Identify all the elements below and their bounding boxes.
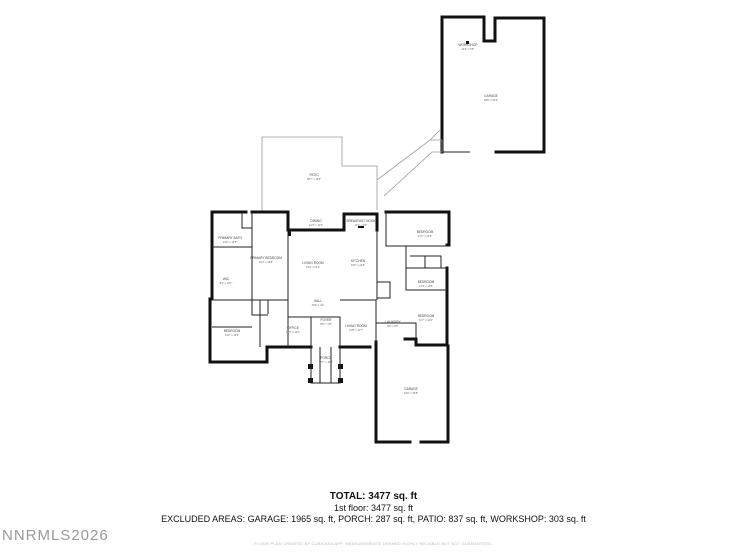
room-dims-bedroom-2: 13'3" x 11'8": [419, 284, 433, 288]
room-name-office: OFFICE: [287, 326, 299, 330]
room-dims-bedroom-3: 11'7" x 12'2": [419, 318, 433, 322]
room-name-breakfast: BREAKFAST NOOK: [347, 219, 377, 223]
room-name-hall: HALL: [314, 299, 322, 303]
room-name-bedroom-3: BEDROOM: [418, 314, 435, 318]
room-name-wic: WIC: [223, 277, 230, 281]
room-labels: PRIMARY BATH 14'6" x 12'8" WIC 8'1" x 10…: [218, 219, 434, 395]
room-dims-office: 13'5" x 11'6": [286, 330, 300, 334]
room-dims-garage-lower: 24'6" x 33'8": [404, 391, 418, 395]
room-name-workshop: WORKSHOP: [459, 43, 478, 47]
room-dims-wic: 8'1" x 10'7": [220, 281, 233, 285]
floorplan-credit: FLOOR PLAN CREATED BY CUBICASA APP. MEAS…: [254, 541, 493, 546]
room-dims-bedroom-1: 13'1" x 13'9": [418, 234, 432, 238]
room-dims-garage-upper: 38'5" x 40'3": [484, 98, 498, 102]
room-name-laundry: LAUNDRY: [385, 320, 401, 324]
room-name-garage-lower: GARAGE: [404, 387, 418, 391]
room-name-patio: PATIO: [309, 173, 319, 177]
main-house: [208, 210, 451, 444]
room-dims-breakfast: 11'6" x 9'3": [355, 223, 368, 227]
room-name-primary-bath: PRIMARY BATH: [218, 236, 242, 240]
room-name-primary-bedroom: PRIMARY BEDROOM: [250, 256, 282, 260]
room-dims-porch: 17'7" x 10'2": [319, 360, 333, 364]
room-name-garage-upper: GARAGE: [484, 94, 498, 98]
room-dims-primary-bath: 14'6" x 12'8": [223, 240, 237, 244]
room-dims-primary-bedroom: 16'4" x 19'8": [259, 260, 273, 264]
room-dims-living-room-2: 13'8" x 11'7": [349, 328, 363, 332]
room-name-bedroom-4: BEDROOM: [224, 329, 241, 333]
room-name-bedroom-2: BEDROOM: [418, 280, 435, 284]
room-dims-patio: 38'7" x 16'5": [307, 177, 321, 181]
excluded-areas: EXCLUDED AREAS: GARAGE: 1965 sq. ft, POR…: [161, 514, 586, 524]
detached-garage: WORKSHOP 11'6" x 6'8" GARAGE 38'5" x 40'…: [440, 15, 546, 154]
first-floor-area: 1st floor: 3477 sq. ft: [333, 503, 414, 513]
room-name-porch: PORCH: [320, 356, 332, 360]
room-dims-bedroom-4: 14'2" x 14'8": [225, 333, 239, 337]
room-name-living-room: LIVING ROOM: [302, 261, 324, 265]
mls-watermark: NNRMLS2026: [2, 527, 109, 544]
room-dims-dining: 14'4" x 11'3": [309, 223, 323, 227]
room-dims-foyer: 8'5" x 7'8": [320, 322, 331, 326]
room-name-kitchen: KITCHEN: [351, 259, 366, 263]
patio-area: PATIO 38'7" x 16'5": [261, 129, 443, 212]
room-dims-kitchen: 16'6" x 21'5": [351, 263, 365, 267]
room-name-foyer: FOYER: [321, 318, 333, 322]
room-dims-workshop: 11'6" x 6'8": [462, 47, 475, 51]
room-name-bedroom-1: BEDROOM: [417, 230, 434, 234]
floor-plan: WORKSHOP 11'6" x 6'8" GARAGE 38'5" x 40'…: [208, 15, 546, 444]
total-area: TOTAL: 3477 sq. ft: [329, 491, 418, 502]
room-dims-living-room: 19'4" x 21'2": [306, 265, 320, 269]
room-dims-laundry: 8'6" x 9'5": [387, 324, 398, 328]
room-name-living-room-2: LIVING ROOM: [345, 324, 367, 328]
room-dims-hall: 20'6" x 4'2": [312, 303, 325, 307]
room-name-dining: DINING: [310, 219, 322, 223]
